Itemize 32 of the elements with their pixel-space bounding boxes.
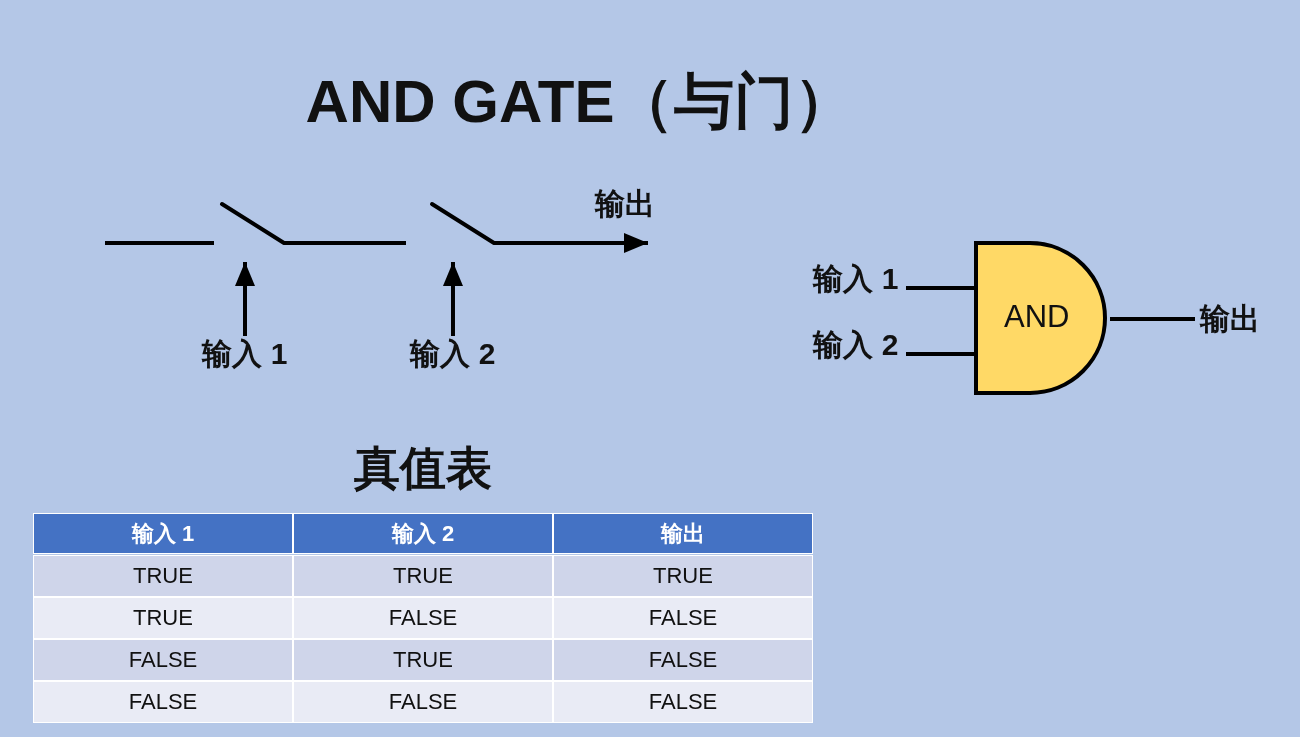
table-cell: TRUE — [33, 555, 293, 597]
arrow — [443, 262, 463, 336]
table-cell: TRUE — [293, 639, 553, 681]
table-cell: FALSE — [293, 597, 553, 639]
output-label: 输出 — [1195, 300, 1265, 338]
arrow — [235, 262, 255, 336]
table-cell: FALSE — [33, 681, 293, 723]
table-cell: TRUE — [33, 597, 293, 639]
title: AND GATE（与门） — [304, 67, 856, 137]
gate-label: AND — [1004, 299, 1070, 335]
input-label: 输入 1 — [806, 260, 906, 298]
wire — [284, 241, 406, 246]
header-cell: 输入 1 — [33, 513, 293, 554]
arrow — [494, 233, 648, 253]
table-cell: FALSE — [553, 597, 813, 639]
and-gate — [974, 241, 1110, 395]
table-cell: FALSE — [293, 681, 553, 723]
table-cell: TRUE — [553, 555, 813, 597]
table-cell: FALSE — [33, 639, 293, 681]
wire — [906, 285, 974, 290]
wire — [1110, 316, 1195, 321]
header-cell: 输出 — [553, 513, 813, 554]
input-label: 输入 1 — [195, 336, 295, 372]
table-cell: FALSE — [553, 639, 813, 681]
wire — [906, 352, 974, 357]
input-label: 输入 2 — [806, 326, 906, 364]
wire — [105, 241, 214, 246]
input-label: 输入 2 — [403, 336, 503, 372]
table-heading: 真值表 — [353, 441, 493, 496]
table-cell: TRUE — [293, 555, 553, 597]
header-cell: 输入 2 — [293, 513, 553, 554]
table-cell: FALSE — [553, 681, 813, 723]
